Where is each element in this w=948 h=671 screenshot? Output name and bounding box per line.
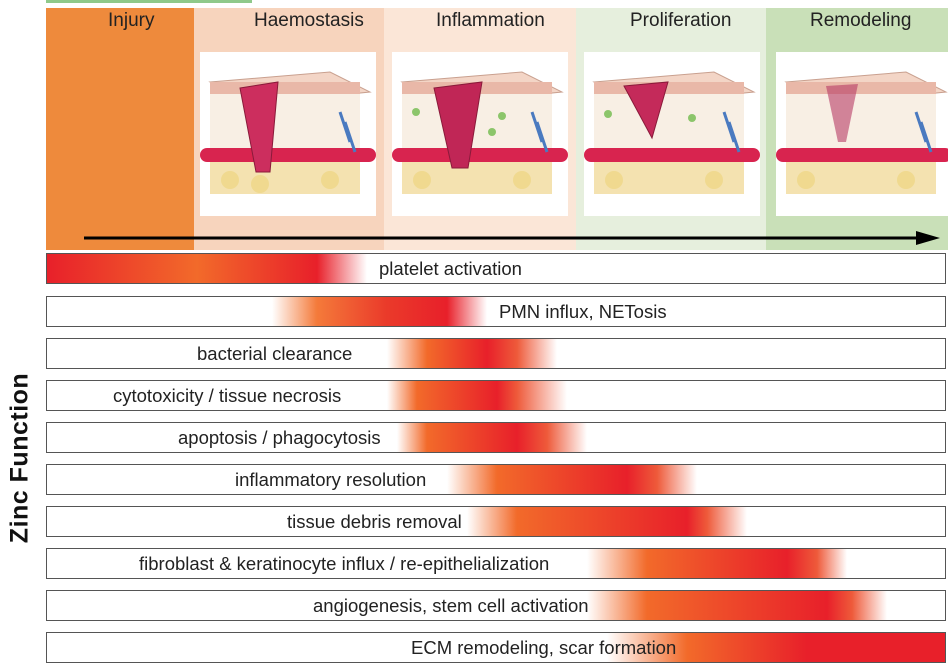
skin-wound-illustration-proliferation — [584, 52, 760, 216]
phase-label-remodeling: Remodeling — [810, 10, 911, 32]
y-axis-label: Zinc Function — [6, 373, 35, 543]
function-bar-tissue-debris-removal: tissue debris removal — [46, 506, 946, 537]
function-bar-platelet-activation: platelet activation — [46, 253, 946, 284]
function-bar-pmn-influx: PMN influx, NETosis — [46, 296, 946, 327]
skin-wound-illustration-inflammation — [392, 52, 568, 216]
function-label: cytotoxicity / tissue necrosis — [113, 381, 341, 410]
function-label: PMN influx, NETosis — [499, 297, 667, 326]
function-label: apoptosis / phagocytosis — [178, 423, 381, 452]
function-bar-ecm-remodeling: ECM remodeling, scar formation — [46, 632, 946, 663]
function-label: ECM remodeling, scar formation — [411, 633, 676, 662]
time-arrow — [84, 230, 940, 246]
skin-wound-illustration-haemostasis — [200, 52, 376, 216]
function-label: angiogenesis, stem cell activation — [313, 591, 589, 620]
function-bar-cytotoxicity: cytotoxicity / tissue necrosis — [46, 380, 946, 411]
phase-label-haemostasis: Haemostasis — [254, 10, 364, 32]
function-bar-inflammatory-resolution: inflammatory resolution — [46, 464, 946, 495]
function-bar-angiogenesis: angiogenesis, stem cell activation — [46, 590, 946, 621]
function-bar-bacterial-clearance: bacterial clearance — [46, 338, 946, 369]
function-label: tissue debris removal — [287, 507, 462, 536]
skin-wound-illustration-remodeling — [776, 52, 948, 216]
phase-band-injury — [46, 8, 194, 250]
phase-label-proliferation: Proliferation — [630, 10, 731, 32]
function-bar-fibroblast-influx: fibroblast & keratinocyte influx / re-ep… — [46, 548, 946, 579]
function-bar-apoptosis: apoptosis / phagocytosis — [46, 422, 946, 453]
function-label: fibroblast & keratinocyte influx / re-ep… — [139, 549, 549, 578]
function-label: platelet activation — [379, 254, 522, 283]
left-margin — [0, 0, 46, 671]
phase-label-injury: Injury — [108, 10, 154, 32]
phase-label-inflammation: Inflammation — [436, 10, 545, 32]
function-label: bacterial clearance — [197, 339, 352, 368]
function-label: inflammatory resolution — [235, 465, 426, 494]
